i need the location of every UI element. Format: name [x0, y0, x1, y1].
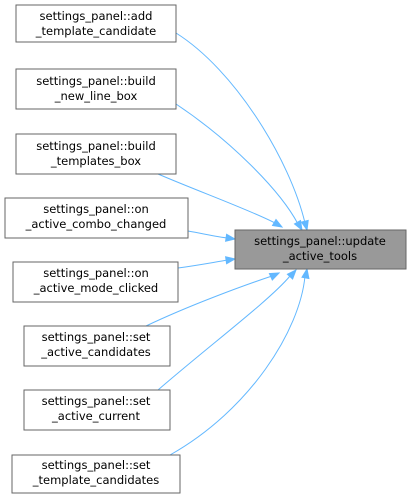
target-label: _active_tools [282, 249, 357, 263]
edge-build-new-line-box [175, 103, 303, 232]
node-on-active-combo-changed[interactable]: settings_panel::on _active_combo_changed [4, 197, 189, 239]
edge-line [169, 275, 306, 456]
arrow-head [225, 233, 237, 242]
node-set-active-current[interactable]: settings_panel::set _active_current [23, 389, 171, 431]
arrow-head [293, 219, 303, 232]
edge-line [145, 275, 273, 327]
node-label: settings_panel::set [42, 330, 151, 344]
edge-line [175, 32, 306, 224]
node-label: _template_candidate [35, 24, 157, 38]
node-build-templates-box[interactable]: settings_panel::build _templates_box [15, 133, 177, 175]
node-update-active-tools[interactable]: settings_panel::update _active_tools [234, 229, 407, 270]
edge-build-templates-box [157, 173, 284, 228]
node-label: settings_panel::build [36, 74, 156, 88]
arrow-head [300, 219, 309, 232]
edge-line [177, 259, 229, 269]
edge-add-template-candidate [175, 32, 309, 232]
arrow-head [271, 218, 284, 228]
node-label: _active_current [51, 409, 140, 423]
node-label: settings_panel::on [43, 266, 149, 280]
node-label: _active_mode_clicked [33, 281, 158, 295]
edge-line [157, 173, 276, 224]
node-label: settings_panel::on [43, 202, 149, 216]
node-label: settings_panel::add [40, 9, 153, 23]
target-label: settings_panel::update [254, 234, 386, 248]
edges [145, 32, 310, 456]
edge-set-active-current [157, 268, 297, 391]
node-label: _templates_box [50, 154, 141, 168]
edge-set-active-candidates [145, 272, 281, 327]
edge-line [187, 230, 229, 239]
arrow-head [268, 272, 281, 281]
arrow-head [286, 268, 297, 280]
node-label: settings_panel::set [42, 458, 151, 472]
node-set-active-candidates[interactable]: settings_panel::set _active_candidates [23, 325, 171, 367]
node-label: settings_panel::build [36, 139, 156, 153]
arrow-head [301, 267, 310, 280]
node-label: _active_combo_changed [25, 217, 167, 231]
node-label: _template_candidates [32, 473, 160, 487]
node-add-template-candidate[interactable]: settings_panel::add _template_candidate [15, 4, 177, 43]
node-label: _new_line_box [54, 89, 138, 103]
edge-line [175, 103, 299, 225]
edge-on-active-combo-changed [187, 230, 237, 242]
arrow-head [225, 256, 237, 265]
edge-on-active-mode-clicked [177, 256, 237, 269]
node-label: _active_candidates [40, 345, 151, 359]
edge-set-template-candidates [169, 267, 310, 456]
node-set-template-candidates[interactable]: settings_panel::set _template_candidates [11, 454, 181, 494]
node-label: settings_panel::set [42, 394, 151, 408]
node-on-active-mode-clicked[interactable]: settings_panel::on _active_mode_clicked [12, 261, 179, 303]
edge-line [157, 275, 291, 391]
node-build-new-line-box[interactable]: settings_panel::build _new_line_box [15, 68, 177, 110]
